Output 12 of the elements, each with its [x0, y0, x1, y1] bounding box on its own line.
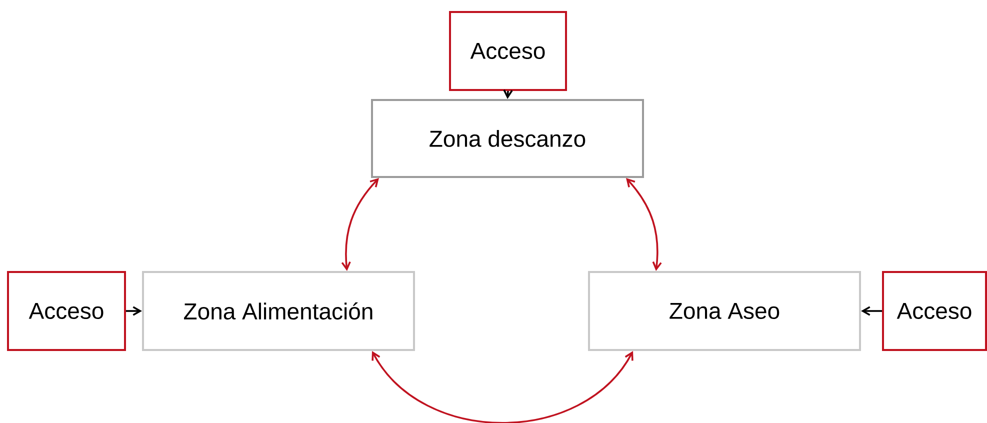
zone-box: Zona Alimentación	[142, 271, 415, 351]
zone-box: Zona Aseo	[588, 271, 861, 351]
zone-box: Acceso	[449, 11, 567, 91]
zone-box: Zona descanzo	[371, 99, 644, 178]
arrow	[126, 306, 142, 316]
zone-box: Acceso	[7, 271, 126, 351]
zone-box: Acceso	[882, 271, 987, 351]
arrow	[341, 178, 379, 271]
arrow	[626, 178, 662, 271]
arrow	[503, 90, 513, 99]
arrow	[861, 306, 882, 316]
arrow	[372, 351, 634, 423]
